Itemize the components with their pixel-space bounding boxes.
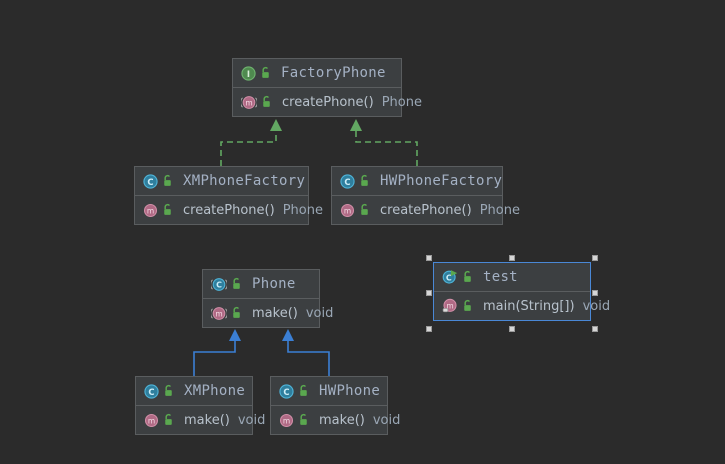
public-unlocked-icon: [161, 174, 174, 188]
svg-text:C: C: [216, 280, 222, 289]
public-unlocked-icon: [259, 66, 272, 80]
method-icon: m: [144, 413, 159, 428]
method-icon: m: [442, 298, 458, 314]
member-type: void: [582, 298, 611, 314]
selection-handle-ne[interactable]: [592, 255, 598, 261]
svg-text:m: m: [283, 416, 290, 425]
node-member-row[interactable]: m make() void: [136, 406, 265, 434]
member-name: make(): [184, 412, 230, 428]
class-title: test: [483, 269, 518, 285]
class-title: Phone: [252, 276, 296, 292]
public-unlocked-icon: [358, 203, 371, 217]
public-unlocked-icon: [260, 95, 273, 109]
member-name: main(String[]): [483, 298, 575, 314]
svg-text:C: C: [283, 386, 289, 396]
selection-handle-e[interactable]: [592, 290, 598, 296]
public-unlocked-icon: [461, 270, 474, 284]
public-unlocked-icon: [161, 203, 174, 217]
node-header[interactable]: C Phone: [203, 270, 319, 299]
edge-hw-phone-extends-phone[interactable]: [282, 329, 330, 376]
edge-xm-factory-realizes-factory-phone[interactable]: [220, 119, 282, 166]
node-header[interactable]: C XMPhoneFactory: [135, 167, 308, 196]
class-node-hw-phone-factory[interactable]: C HWPhoneFactory m: [331, 166, 520, 225]
class-icon: C: [144, 383, 159, 399]
node-member-row[interactable]: m createPhone() Phone: [332, 196, 520, 224]
member-name: createPhone(): [183, 202, 275, 218]
node-member-row[interactable]: m main(String[]) void: [434, 292, 610, 320]
class-node-test[interactable]: C test m: [433, 262, 610, 321]
public-unlocked-icon: [358, 174, 371, 188]
class-icon: C: [340, 173, 355, 189]
node-member-row[interactable]: m createPhone() Phone: [135, 196, 323, 224]
class-icon: C: [279, 383, 294, 399]
svg-text:m: m: [215, 309, 222, 318]
class-node-xm-phone-factory[interactable]: C XMPhoneFactory m: [134, 166, 323, 225]
node-header[interactable]: I FactoryPhone: [233, 59, 401, 88]
interface-icon: I: [241, 65, 256, 81]
svg-text:m: m: [148, 416, 155, 425]
node-member-row[interactable]: m createPhone() Phone: [233, 88, 422, 116]
class-title: HWPhone: [319, 383, 381, 399]
member-type: void: [305, 305, 334, 321]
member-name: createPhone(): [282, 94, 374, 110]
selection-handle-s[interactable]: [509, 326, 515, 332]
svg-text:m: m: [245, 98, 252, 107]
member-type: Phone: [282, 202, 323, 218]
member-name: createPhone(): [380, 202, 472, 218]
class-icon: C: [143, 173, 158, 189]
method-icon: m: [279, 413, 294, 428]
node-header[interactable]: C HWPhoneFactory: [332, 167, 502, 196]
class-node-hw-phone[interactable]: C HWPhone m: [270, 376, 400, 435]
node-header[interactable]: C test: [434, 263, 590, 292]
selection-handle-n[interactable]: [509, 255, 515, 261]
svg-text:m: m: [147, 206, 154, 215]
node-member-row[interactable]: m make() void: [271, 406, 400, 434]
public-unlocked-icon: [162, 413, 175, 427]
member-name: make(): [319, 412, 365, 428]
selection-handle-nw[interactable]: [426, 255, 432, 261]
svg-text:C: C: [344, 176, 350, 186]
node-header[interactable]: C XMPhone: [136, 377, 252, 406]
public-unlocked-icon: [297, 384, 310, 398]
runnable-class-icon: C: [442, 269, 458, 285]
public-unlocked-icon: [230, 277, 243, 291]
abstract-method-icon: m: [210, 306, 228, 321]
svg-text:m: m: [344, 206, 351, 215]
public-unlocked-icon: [461, 299, 474, 313]
node-member-row[interactable]: m make() void: [203, 299, 333, 327]
selection-handle-sw[interactable]: [426, 326, 432, 332]
public-unlocked-icon: [230, 306, 243, 320]
svg-text:C: C: [148, 386, 154, 396]
member-name: make(): [252, 305, 298, 321]
abstract-class-icon: C: [210, 277, 228, 292]
svg-text:I: I: [247, 68, 250, 78]
member-type: Phone: [479, 202, 520, 218]
member-type: Phone: [381, 94, 422, 110]
edge-hw-factory-realizes-factory-phone[interactable]: [350, 119, 418, 166]
method-icon: m: [143, 203, 158, 218]
member-type: void: [237, 412, 266, 428]
abstract-method-icon: m: [240, 95, 258, 110]
class-node-xm-phone[interactable]: C XMPhone m: [135, 376, 265, 435]
class-title: XMPhone: [184, 383, 246, 399]
svg-text:m: m: [446, 301, 453, 310]
class-node-factory-phone[interactable]: I FactoryPhone m: [232, 58, 422, 117]
node-header[interactable]: C HWPhone: [271, 377, 387, 406]
public-unlocked-icon: [162, 384, 175, 398]
svg-text:C: C: [446, 273, 452, 282]
public-unlocked-icon: [297, 413, 310, 427]
class-title: FactoryPhone: [281, 65, 386, 81]
selection-handle-se[interactable]: [592, 326, 598, 332]
class-node-phone[interactable]: C Phone m: [202, 269, 333, 328]
method-icon: m: [340, 203, 355, 218]
class-title: XMPhoneFactory: [183, 173, 306, 189]
svg-text:C: C: [147, 176, 153, 186]
edge-xm-phone-extends-phone[interactable]: [193, 329, 241, 376]
selection-handle-w[interactable]: [426, 290, 432, 296]
member-type: void: [372, 412, 401, 428]
class-title: HWPhoneFactory: [380, 173, 503, 189]
